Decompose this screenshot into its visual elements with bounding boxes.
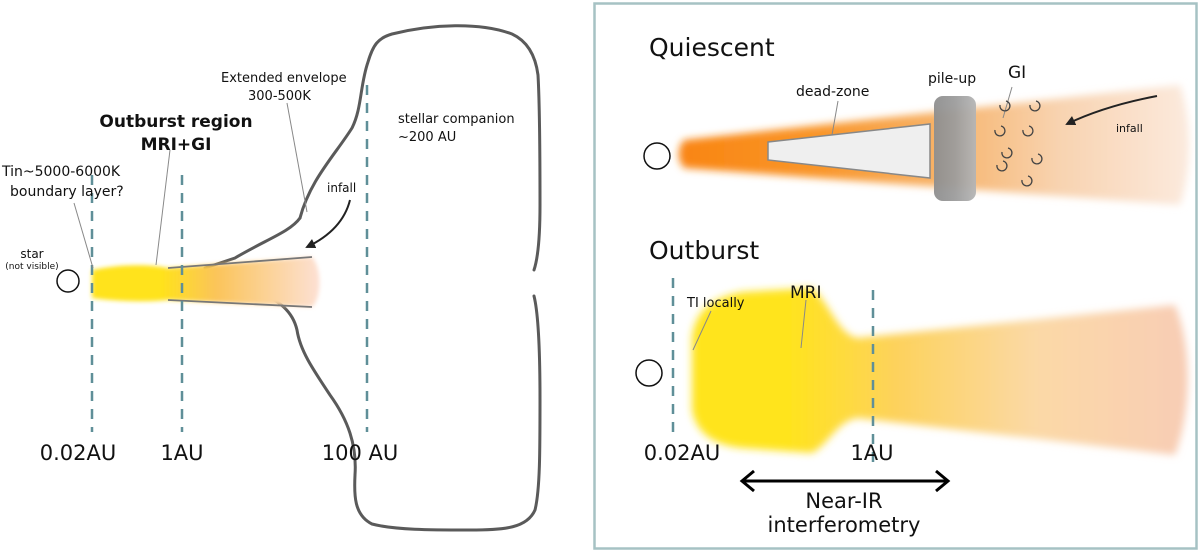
- left-disk-upper-edge: [167, 256, 313, 269]
- nir-arrowhead-left: [739, 469, 755, 493]
- right-panel: Quiescent dead-zone pile-up GI infall Ou…: [593, 2, 1198, 550]
- ti-locally-label: TI locally: [686, 296, 745, 311]
- mri-label: MRI: [790, 283, 822, 303]
- star-label: star: [20, 247, 43, 261]
- gi-swirls: [994, 100, 1043, 187]
- envelope-leader: [286, 102, 308, 213]
- envelope-label-line1: Extended envelope: [221, 71, 347, 86]
- envelope-label-line2: 300-500K: [248, 89, 311, 104]
- pile-up-label: pile-up: [928, 71, 976, 87]
- boundary-label-line2: boundary layer?: [10, 184, 124, 200]
- dead-zone-leader: [831, 100, 839, 136]
- left-tick-100au: 100 AU: [322, 441, 399, 465]
- right-infall-arrow: [1065, 95, 1158, 126]
- pile-up: [934, 96, 976, 201]
- outburst-disk: [692, 288, 1188, 455]
- dead-zone-label: dead-zone: [796, 84, 869, 100]
- quiescent-title: Quiescent: [649, 33, 775, 62]
- nir-label-line2: interferometry: [768, 513, 921, 537]
- gi-label: GI: [1008, 63, 1026, 83]
- quiescent-disk: [678, 85, 1189, 205]
- right-infall-label: infall: [1116, 122, 1143, 135]
- outburst-leader: [155, 149, 171, 266]
- companion-label-line1: stellar companion: [398, 112, 515, 127]
- gi-leader: [1002, 86, 1013, 119]
- right-panel-frame: [593, 2, 1198, 550]
- companion-label-line2: ~200 AU: [398, 130, 456, 145]
- ti-leader: [692, 310, 712, 351]
- outburst-region-title: Outburst region: [99, 112, 252, 132]
- right-tick-1au: 1AU: [850, 441, 893, 465]
- envelope-outline: [238, 24, 542, 532]
- dead-zone: [767, 123, 931, 179]
- left-infall-label: infall: [327, 181, 356, 195]
- left-disk: [92, 257, 320, 307]
- left-tick-1au: 1AU: [160, 441, 203, 465]
- outburst-region-subtitle: MRI+GI: [141, 135, 212, 155]
- quiescent-star: [643, 142, 671, 170]
- right-tick-0p02au: 0.02AU: [644, 441, 721, 465]
- envelope-upper-arm: [203, 216, 302, 270]
- outburst-title: Outburst: [649, 236, 759, 265]
- boundary-label-line1: Tin~5000-6000K: [1, 164, 121, 180]
- left-disk-lower-edge: [167, 299, 313, 308]
- boundary-leader: [73, 202, 94, 269]
- left-infall-arrow: [305, 199, 351, 249]
- nir-label-line1: Near-IR: [805, 489, 882, 513]
- nir-arrowhead-right: [935, 469, 951, 493]
- outburst-star: [635, 359, 663, 387]
- left-tick-0p02au: 0.02AU: [40, 441, 117, 465]
- left-star: [56, 269, 80, 293]
- left-panel: star (not visible) Tin~5000-6000K bounda…: [1, 24, 542, 532]
- mri-leader: [800, 299, 807, 349]
- star-sublabel: (not visible): [5, 262, 58, 272]
